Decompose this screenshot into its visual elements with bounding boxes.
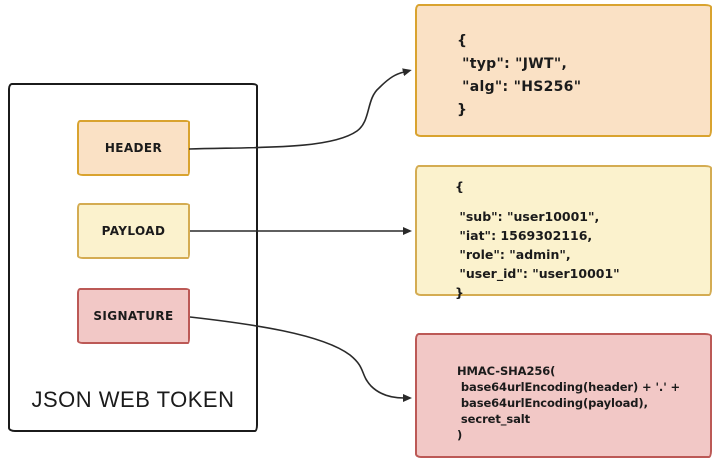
payload-json-line: "iat": 1569302116, [455, 228, 593, 243]
signature-json-line: base64urlEncoding(header) + '.' + [457, 380, 681, 394]
header-json-box: { "typ": "JWT", "alg": "HS256" } [415, 4, 712, 137]
signature-box: SIGNATURE [77, 288, 190, 344]
signature-json-line: secret_salt [457, 412, 531, 426]
signature-box-label: SIGNATURE [93, 309, 174, 323]
signature-json-line: base64urlEncoding(payload), [457, 396, 648, 410]
header-json-line: "alg": "HS256" [457, 79, 582, 95]
header-box: HEADER [77, 120, 190, 176]
signature-json-line: ) [457, 428, 463, 442]
payload-json-box: { "sub": "user10001", "iat": 1569302116,… [415, 165, 712, 300]
payload-json-line: "user_id": "user10001" [455, 266, 620, 281]
payload-box: PAYLOAD [77, 203, 190, 259]
payload-json-line: "role": "admin", [455, 247, 571, 262]
signature-json-line: HMAC-SHA256( [457, 364, 556, 378]
payload-json-line [455, 196, 702, 207]
header-json-line: { [457, 33, 468, 49]
payload-box-label: PAYLOAD [101, 224, 166, 238]
diagram-title: JSON WEB TOKEN [31, 387, 235, 412]
payload-json-line: } [455, 285, 464, 300]
payload-json-line: "sub": "user10001", [455, 209, 600, 224]
header-box-label: HEADER [104, 141, 163, 155]
header-json-line: "typ": "JWT", [457, 56, 568, 72]
payload-json-line: { [455, 179, 464, 194]
header-json-line: } [457, 102, 468, 118]
signature-json-box: HMAC-SHA256( base64urlEncoding(header) +… [415, 333, 712, 458]
